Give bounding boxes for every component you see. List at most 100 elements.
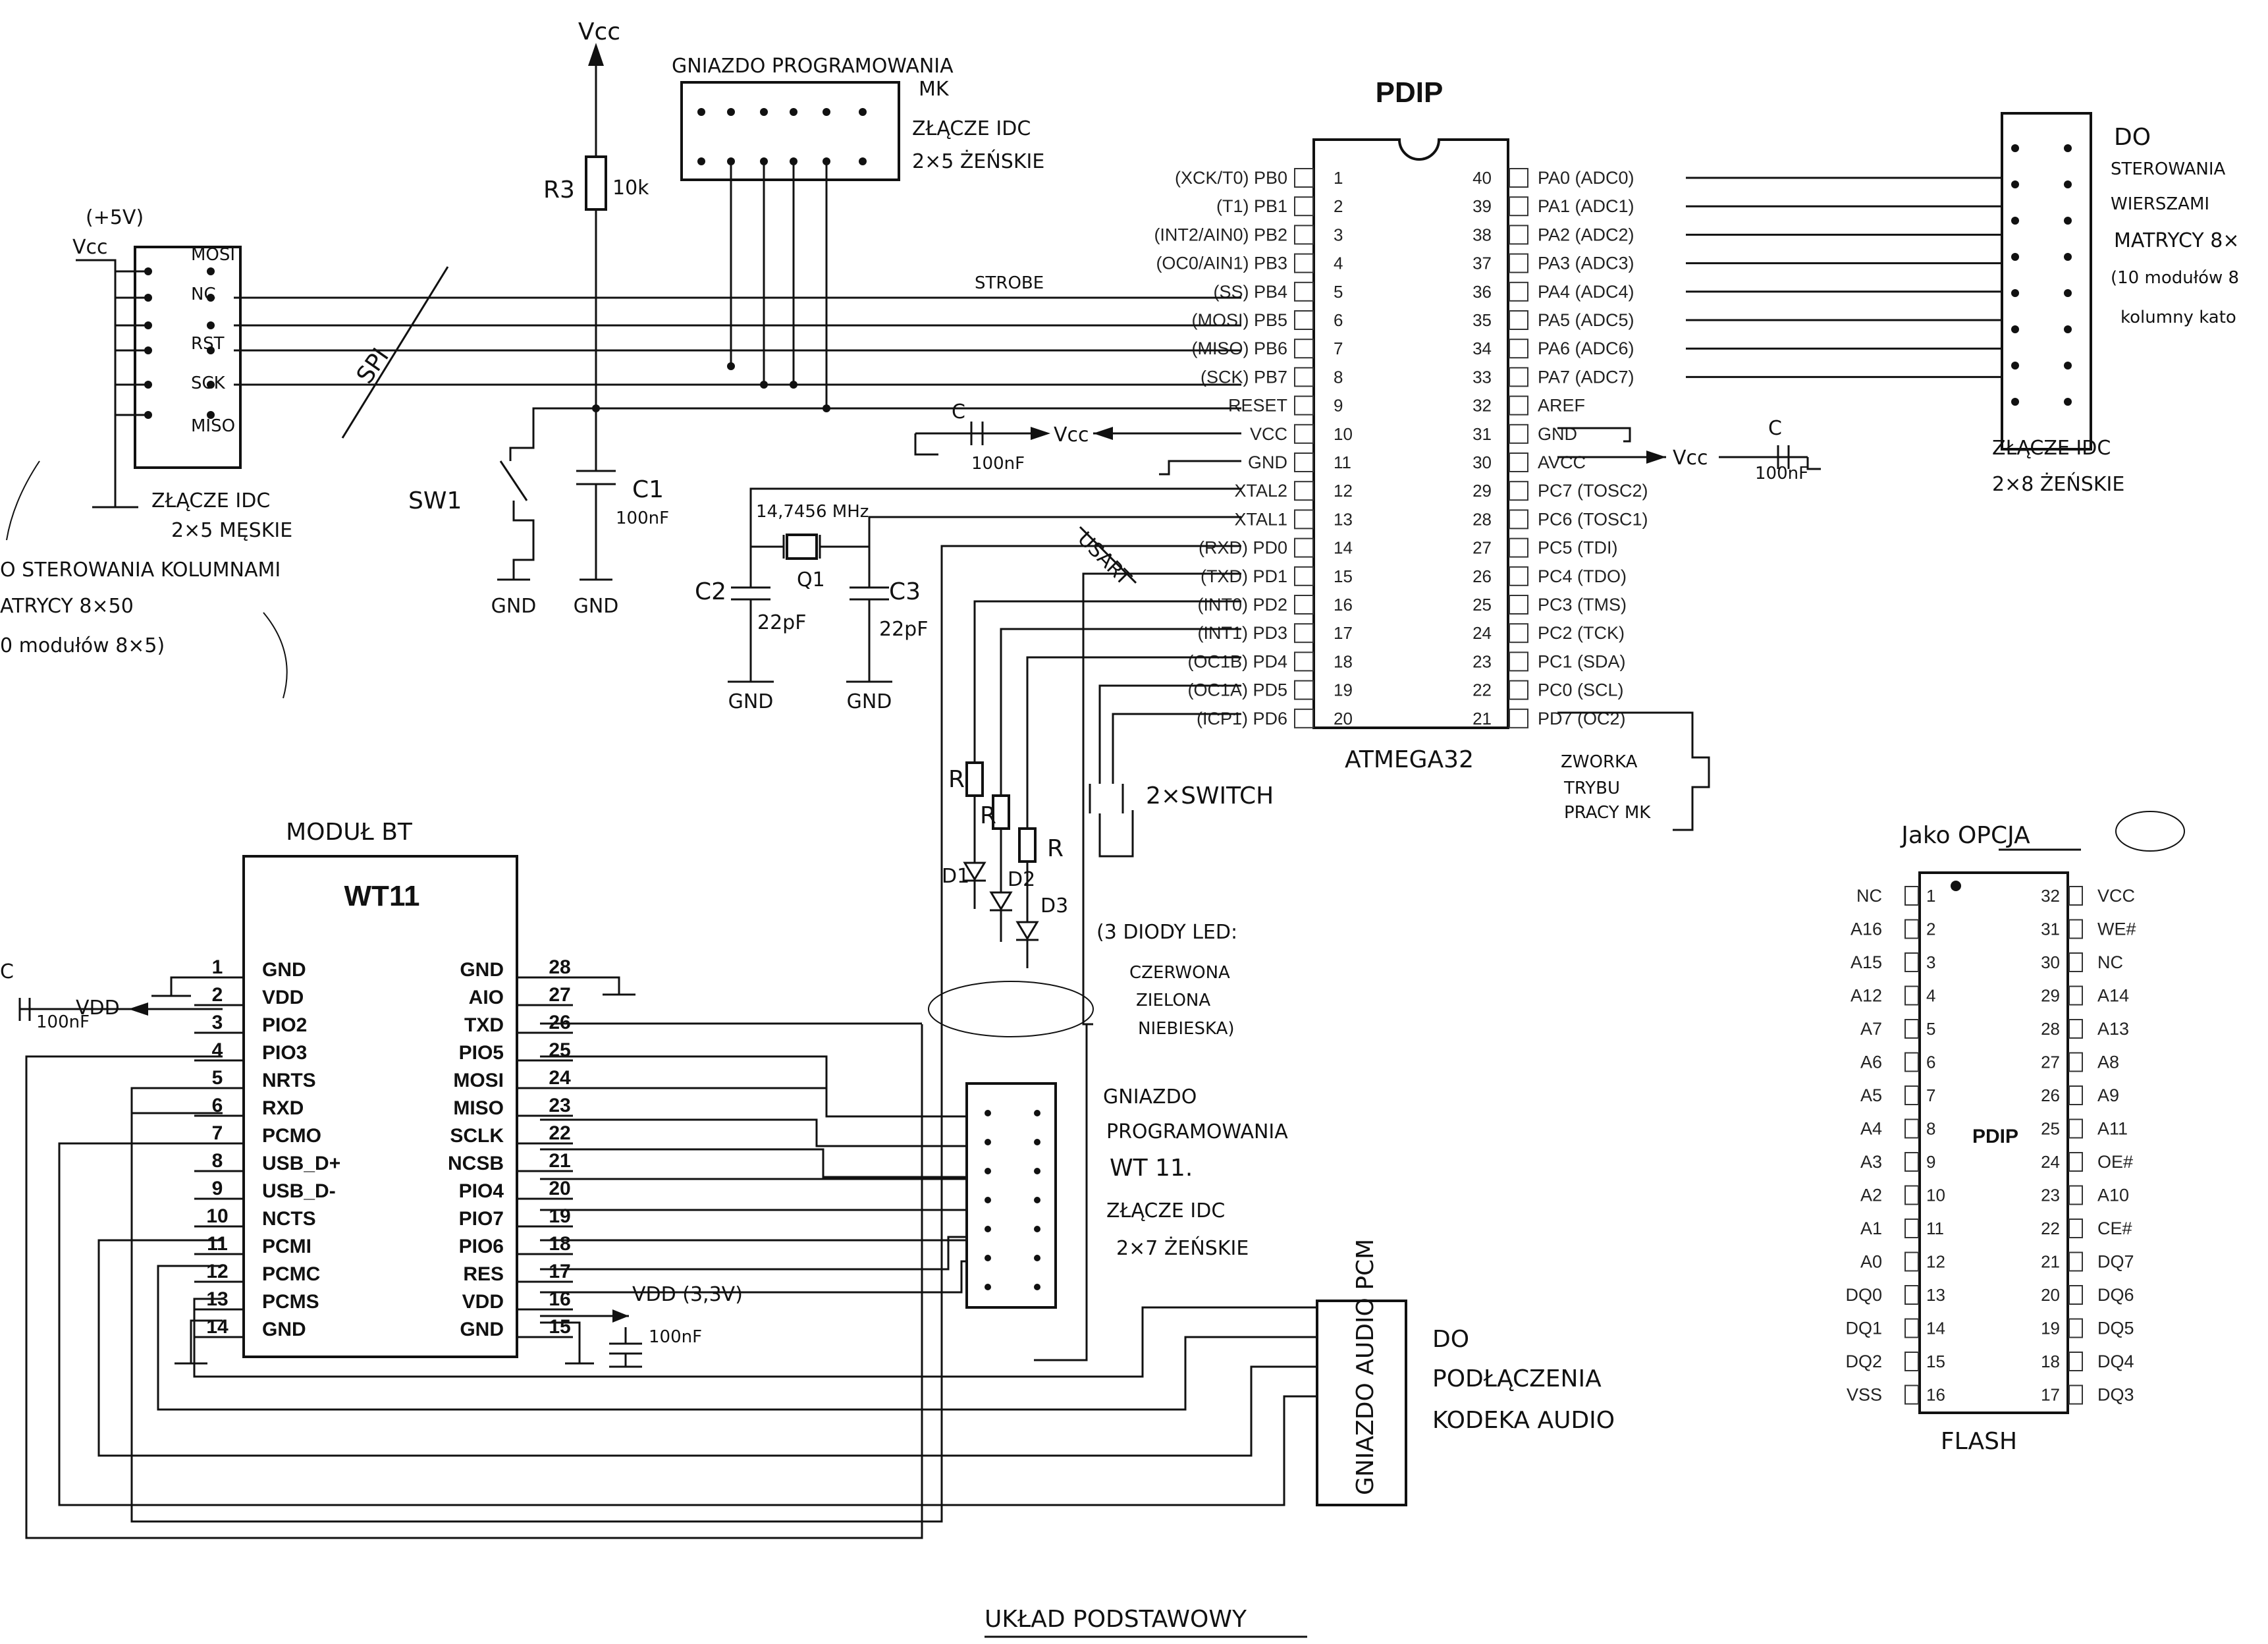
bt-pin-label: NRTS: [262, 1070, 316, 1091]
mcu-pin-number: 8: [1334, 367, 1343, 387]
flash-pin-label: A16: [1850, 919, 1882, 939]
flash-package-label: PDIP: [1972, 1126, 2018, 1147]
mcu-pin-label: (MOSI) PB5: [1191, 310, 1287, 330]
bt-pin-label: PCMO: [262, 1125, 321, 1147]
left-note2: ATRYCY 8×50: [0, 595, 134, 618]
flash-pin-number: 14: [1926, 1319, 1945, 1338]
flash-pin-box: [2068, 952, 2083, 972]
flash-pin-box: [1904, 886, 1919, 906]
mcu-pin-number: 35: [1472, 310, 1492, 330]
mcu-pin-number: 33: [1472, 367, 1492, 387]
int0-line: [973, 600, 1241, 763]
idc-pin: [144, 321, 152, 329]
mcu-pin-number: 14: [1334, 538, 1353, 558]
mcu-pin-label: GND: [1538, 424, 1577, 444]
bt-pin-label: RXD: [262, 1097, 304, 1119]
note-ellipse: [2115, 811, 2185, 852]
bt-pin-number: 10: [206, 1205, 228, 1227]
mcu-pin-number: 13: [1334, 509, 1353, 529]
mcu-pin-label: PA0 (ADC0): [1538, 168, 1634, 188]
bt-pin-number: 5: [212, 1067, 223, 1089]
do-rows-6: kolumny kato: [2120, 308, 2236, 327]
sw1-wire: [509, 407, 596, 461]
mcu-pin-box: [1294, 424, 1314, 444]
mcu-pin-number: 29: [1472, 481, 1492, 501]
idc-pin: [144, 411, 152, 419]
mcu-pin-label: RESET: [1228, 396, 1287, 416]
mcu-pin-number: 25: [1472, 595, 1492, 615]
mcu-pin-box: [1294, 708, 1314, 728]
idc-pin: [2064, 325, 2072, 333]
c-vcc-label: C: [952, 400, 965, 424]
flash-pin-label: DQ1: [1845, 1319, 1882, 1338]
prog-socket-mk: MK: [919, 78, 950, 101]
do-rows-3: WIERSZAMI: [2111, 194, 2209, 214]
mcu-pin-box: [1509, 424, 1528, 444]
d3-label: D3: [1040, 894, 1068, 918]
mcu-pin-box: [1509, 310, 1528, 330]
flash-pin-label: OE#: [2097, 1152, 2133, 1172]
c3-label: C3: [889, 578, 921, 605]
flash-pin-label: A1: [1860, 1219, 1882, 1238]
mcu-pin-label: (INT0) PD2: [1197, 595, 1287, 615]
vcc-mid-label: Vcc: [1054, 424, 1089, 447]
idc-pin: [207, 321, 215, 329]
mcu-pin-label: PC4 (TDO): [1538, 566, 1627, 586]
bt-title: MODUŁ BT: [286, 819, 413, 846]
d1-label: D1: [942, 865, 969, 888]
bt-pin-number: 3: [212, 1012, 223, 1033]
vcc-decoupling: Vcc C 100nF: [914, 400, 1241, 476]
bt-pin-number: 18: [549, 1233, 570, 1255]
idc-left-type1: ZŁĄCZE IDC: [151, 489, 270, 512]
bt-pin-number: 7: [212, 1122, 223, 1144]
mcu-pin-box: [1294, 253, 1314, 273]
idc-pin: [207, 267, 215, 275]
bt-pin-label: PIO6: [459, 1236, 504, 1257]
c-bt-value: 100nF: [36, 1012, 90, 1032]
led-resistor-1: [965, 761, 984, 797]
crystal-circuit: 14,7456 MHz Q1 C2 22pF GND C3 22pF GND: [695, 487, 1241, 713]
prog-socket-body: [680, 81, 900, 181]
flash-pin-box: [2068, 1251, 2083, 1272]
flash-pin-box: [2068, 919, 2083, 939]
flash-pin-label: A12: [1850, 986, 1882, 1006]
mcu-pin-label: (T1) PB1: [1216, 196, 1287, 216]
mcu-pin-number: 4: [1334, 254, 1343, 273]
wt-prog-return: [1034, 1024, 1088, 1361]
flash-pin-label: A13: [2097, 1019, 2129, 1039]
flash-pin-label: WE#: [2097, 919, 2136, 939]
flash-pin-number: 26: [2041, 1085, 2060, 1105]
flash-pin-box: [2068, 1052, 2083, 1072]
mode-jumper: ZWORKA TRYBU PRACY MK: [1557, 711, 1710, 831]
led-d2: [989, 891, 1013, 911]
flash-pin-label: VSS: [1847, 1385, 1882, 1405]
pcmi-wire: [97, 1239, 1317, 1457]
flash-pin-label: A8: [2097, 1053, 2119, 1072]
mcu-pin-number: 22: [1472, 680, 1492, 700]
bt-pin-label: VDD: [462, 1291, 504, 1313]
gnd-label-c3: GND: [847, 690, 892, 713]
mcu-pin-label: PC5 (TDI): [1538, 538, 1618, 558]
bt-pin-number: 12: [206, 1261, 228, 1282]
r-label-3: R: [1047, 835, 1064, 862]
mcu-pin-number: 21: [1472, 709, 1492, 728]
left-idc-body: [134, 246, 242, 469]
socket-pin: [985, 1226, 991, 1232]
flash-pin-label: A4: [1860, 1119, 1882, 1139]
flash-option-label: Jako OPCJA: [1900, 822, 2030, 849]
socket-pin: [1034, 1284, 1040, 1290]
codec-3: KODEKA AUDIO: [1432, 1407, 1615, 1434]
idc-pin: [144, 346, 152, 354]
pcms-wire: [193, 1298, 1317, 1378]
idc-pin: [2011, 180, 2019, 188]
bt-pin-number: 15: [549, 1316, 570, 1338]
flash-pin-number: 12: [1926, 1252, 1945, 1272]
mcu-pin-box: [1509, 509, 1528, 530]
flash-pin-box: [2068, 1318, 2083, 1338]
idc-pin: [2064, 289, 2072, 297]
flash-pin-number: 25: [2041, 1119, 2060, 1139]
pio3-wire: [25, 1024, 923, 1539]
flash-right-pins: VCC32WE#31NC30A1429A1328A827A926A1125OE#…: [2041, 886, 2136, 1405]
